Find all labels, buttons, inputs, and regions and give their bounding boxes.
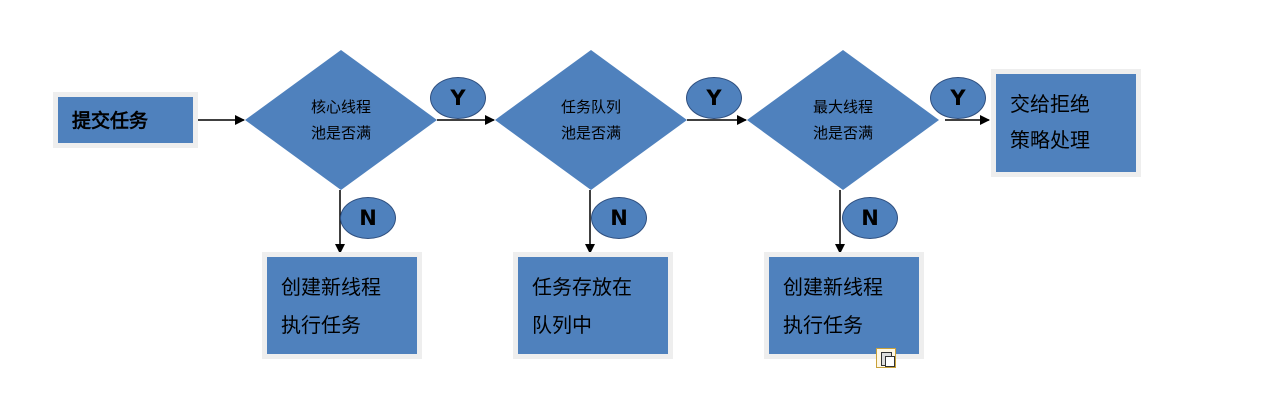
reject-policy-line-2: 策略处理 — [1010, 128, 1090, 152]
yes-badge-3: Y — [930, 77, 986, 119]
yes-badge-2: Y — [686, 77, 742, 119]
no-badge-1: N — [340, 197, 396, 239]
outcome-box-3: 创建新线程 执行任务 — [769, 257, 919, 354]
outcome-1-line-2: 执行任务 — [281, 313, 361, 337]
start-box: 提交任务 — [58, 97, 193, 143]
decision-3-line-2: 池是否满 — [812, 124, 873, 142]
outcome-3-line-2: 执行任务 — [783, 313, 863, 337]
no-badge-2: N — [591, 197, 647, 239]
decision-3-label: 最大线程 池是否满 — [783, 94, 903, 146]
decision-2-line-2: 池是否满 — [560, 124, 621, 142]
decision-1-label: 核心线程 池是否满 — [281, 94, 401, 146]
outcome-box-2: 任务存放在 队列中 — [518, 257, 668, 354]
sheet-shape — [885, 356, 895, 367]
decision-2-line-1: 任务队列 — [560, 98, 621, 116]
decision-2-label: 任务队列 池是否满 — [531, 94, 651, 146]
reject-policy-line-1: 交给拒绝 — [1010, 92, 1090, 116]
decision-1-line-1: 核心线程 — [310, 98, 371, 116]
decision-1-line-2: 池是否满 — [310, 124, 371, 142]
no-badge-3: N — [842, 197, 898, 239]
decision-diamond-2 — [495, 50, 687, 190]
outcome-1-line-1: 创建新线程 — [281, 275, 381, 299]
reject-policy-box: 交给拒绝 策略处理 — [996, 74, 1136, 172]
outcome-3-line-1: 创建新线程 — [783, 275, 883, 299]
decision-3-line-1: 最大线程 — [812, 98, 873, 116]
outcome-2-line-1: 任务存放在 — [532, 275, 632, 299]
paste-options-icon[interactable] — [876, 348, 896, 368]
outcome-box-1: 创建新线程 执行任务 — [267, 257, 417, 354]
decision-diamond-1 — [245, 50, 437, 190]
yes-badge-1: Y — [430, 77, 486, 119]
outcome-2-line-2: 队列中 — [532, 313, 592, 337]
start-box-label: 提交任务 — [72, 110, 149, 132]
decision-diamond-3 — [747, 50, 939, 190]
